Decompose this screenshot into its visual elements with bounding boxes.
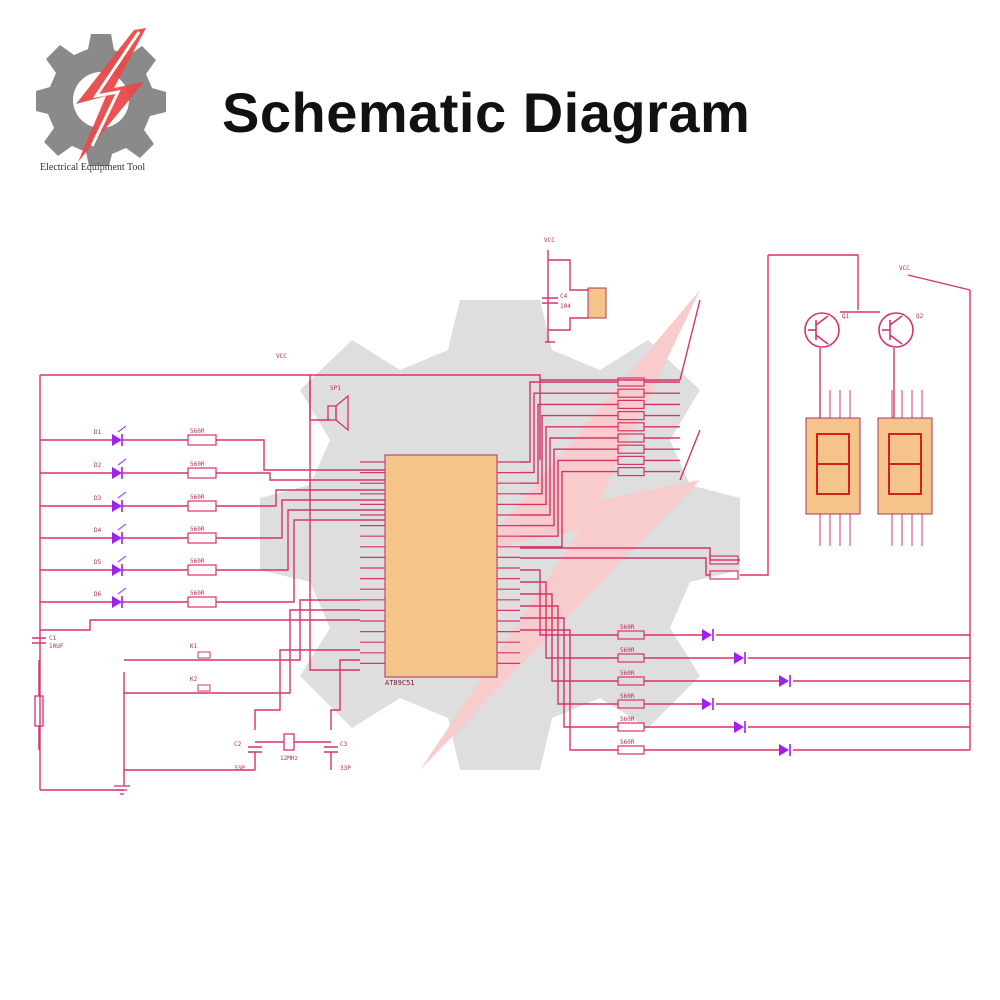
led-resistor-3: 560R bbox=[187, 494, 217, 512]
led-resistor-2: 560R bbox=[187, 461, 217, 479]
status-led-2 bbox=[734, 652, 746, 664]
capacitor-c4: C4 104 bbox=[542, 293, 571, 310]
c3-value: 33P bbox=[340, 765, 351, 772]
key-k1-label: K1 bbox=[190, 643, 198, 650]
resistor-label: 560R bbox=[620, 739, 635, 746]
led-bus-resistor-3: 560R bbox=[617, 670, 645, 686]
transistor-q2 bbox=[878, 312, 914, 348]
c4-label: C4 bbox=[560, 293, 568, 300]
resistor-label: 560R bbox=[620, 670, 635, 677]
power-connector bbox=[587, 287, 607, 319]
led-column: D1 560R D2 560R D3 560R D4 560R D5 560R D6 560R bbox=[94, 425, 217, 608]
led-bus-resistor-1: 560R bbox=[617, 624, 645, 640]
resistor-label: 560R bbox=[620, 647, 635, 654]
speaker: SP1 bbox=[327, 385, 349, 432]
bus-resistor-4 bbox=[617, 411, 645, 421]
c3-label: C3 bbox=[340, 741, 348, 748]
vcc-label-left: VCC bbox=[276, 353, 287, 360]
reset-resistor bbox=[34, 695, 44, 727]
led-3: D3 bbox=[94, 491, 127, 512]
status-led-5 bbox=[734, 721, 746, 733]
led-label: D5 bbox=[94, 559, 102, 566]
capacitor-c3: C3 33P bbox=[324, 741, 351, 772]
key-k2: K2 bbox=[190, 676, 218, 694]
bus-resistor-8 bbox=[617, 455, 645, 465]
crystal: 12MHz bbox=[280, 733, 298, 762]
led-resistor-4: 560R bbox=[187, 526, 217, 544]
wires bbox=[38, 250, 971, 791]
led-5: D5 bbox=[94, 555, 127, 576]
speaker-label: SP1 bbox=[330, 385, 341, 392]
led-4: D4 bbox=[94, 523, 127, 544]
led-resistor-6: 560R bbox=[187, 590, 217, 608]
bus-resistor-7 bbox=[617, 444, 645, 454]
status-led-3 bbox=[779, 675, 791, 687]
status-led-6 bbox=[779, 744, 791, 756]
watermark-logo bbox=[260, 290, 740, 770]
gear-lightning-icon bbox=[36, 28, 166, 166]
schematic-diagram: AT89C51 D1 560R D2 560R D3 560R D4 560R D5 560R D6… bbox=[32, 237, 971, 795]
c4-value: 104 bbox=[560, 303, 571, 310]
led-bus-resistor-5: 560R bbox=[617, 716, 645, 732]
c1-label: C1 bbox=[49, 635, 57, 642]
resistor-label: 560R bbox=[620, 693, 635, 700]
led-label: D2 bbox=[94, 462, 102, 469]
resistor-label: 560R bbox=[620, 624, 635, 631]
brand-name: Electrical Equipment Tool bbox=[40, 162, 146, 173]
resistor-label: 560R bbox=[190, 461, 205, 468]
resistor-label: 560R bbox=[190, 526, 205, 533]
ground-symbol bbox=[114, 785, 130, 795]
led-bus-resistor-2: 560R bbox=[617, 647, 645, 663]
led-label: D4 bbox=[94, 527, 102, 534]
led-label: D3 bbox=[94, 495, 102, 502]
led-1: D1 bbox=[94, 425, 127, 446]
c2-label: C2 bbox=[234, 741, 242, 748]
bus-resistor-1 bbox=[617, 377, 645, 387]
bus-resistor-5 bbox=[617, 422, 645, 432]
led-bus-resistor-4: 560R bbox=[617, 693, 645, 709]
seven-seg-display-2 bbox=[877, 417, 933, 515]
led-6: D6 bbox=[94, 587, 127, 608]
bus-resistor-9 bbox=[617, 467, 645, 477]
led-label: D6 bbox=[94, 591, 102, 598]
resistor-label: 560R bbox=[190, 590, 205, 597]
capacitor-c2: C2 33P bbox=[234, 741, 262, 772]
transistor-q1 bbox=[804, 312, 840, 348]
crystal-label: 12MHz bbox=[280, 755, 298, 762]
led-2: D2 bbox=[94, 458, 127, 479]
vcc-label-right: VCC bbox=[899, 265, 910, 272]
vcc-label-top: VCC bbox=[544, 237, 555, 244]
resistor-bank: 560R 560R 560R 560R 560R 560R bbox=[617, 377, 739, 755]
key-k2-label: K2 bbox=[190, 676, 198, 683]
led-label: D1 bbox=[94, 429, 102, 436]
bus-resistor-2 bbox=[617, 388, 645, 398]
right-led-group bbox=[702, 629, 791, 756]
capacitor-c1: C1 10UF bbox=[32, 635, 64, 650]
page-title: Schematic Diagram bbox=[222, 81, 751, 144]
resistor-label: 560R bbox=[190, 558, 205, 565]
resistor-label: 560R bbox=[190, 494, 205, 501]
led-bus-resistor-6: 560R bbox=[617, 739, 645, 755]
key-k1: K1 bbox=[190, 643, 218, 661]
status-led-1 bbox=[702, 629, 714, 641]
status-led-4 bbox=[702, 698, 714, 710]
brand-logo bbox=[36, 28, 166, 166]
resistor-label: 560R bbox=[190, 428, 205, 435]
resistor-label: 560R bbox=[620, 716, 635, 723]
c2-value: 33P bbox=[234, 765, 245, 772]
seven-seg-display-1 bbox=[805, 417, 861, 515]
c1-value: 10UF bbox=[49, 643, 64, 650]
bus-resistor-3 bbox=[617, 399, 645, 409]
bus-resistor-6 bbox=[617, 433, 645, 443]
led-resistor-5: 560R bbox=[187, 558, 217, 576]
base-resistor bbox=[709, 570, 739, 580]
base-resistor bbox=[709, 555, 739, 565]
led-resistor-1: 560R bbox=[187, 428, 217, 446]
mcu-chip bbox=[384, 454, 498, 678]
q1-label: Q1 bbox=[842, 313, 850, 320]
q2-label: Q2 bbox=[916, 313, 924, 320]
mcu-label: AT89C51 bbox=[385, 679, 415, 687]
